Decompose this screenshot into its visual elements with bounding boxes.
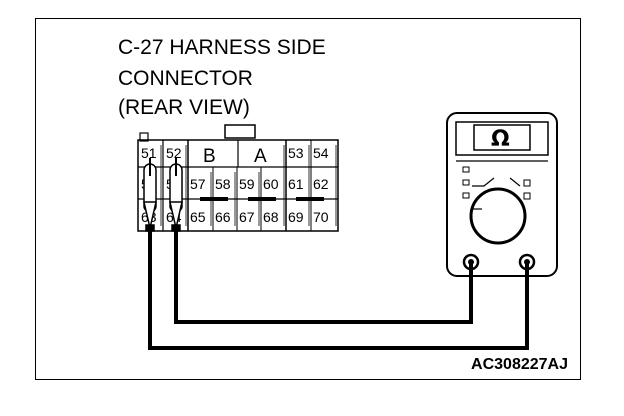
title-line-1: C-27 HARNESS SIDE [118,36,326,59]
block-b-label: B [203,146,216,167]
figure-code: AC308227AJ [471,356,568,373]
pin-52-label: 52 [166,145,182,161]
pin-58-label: 58 [215,176,231,192]
test-leads [148,231,529,350]
pin-59-label: 59 [239,176,255,192]
pin-68-label: 68 [263,209,279,225]
pin-65-label: 65 [190,209,206,225]
pin-54-label: 54 [313,145,329,161]
title-line-3: (REAR VIEW) [118,96,250,119]
pin-69-label: 69 [288,209,304,225]
pin-61-label: 61 [288,176,304,192]
ohmmeter [446,112,558,277]
pin-70-label: 70 [313,209,329,225]
ohm-symbol: Ω [491,127,510,152]
pin-60-label: 60 [263,176,279,192]
pin-57-label: 57 [190,176,206,192]
probe-left [143,158,157,232]
title-line-2: CONNECTOR [118,67,253,90]
pin-53-label: 53 [288,145,304,161]
pin-62-label: 62 [313,176,329,192]
pin-67-label: 67 [239,209,255,225]
pin-51-label: 51 [141,145,157,161]
pin-66-label: 66 [215,209,231,225]
block-a-label: A [254,146,267,167]
